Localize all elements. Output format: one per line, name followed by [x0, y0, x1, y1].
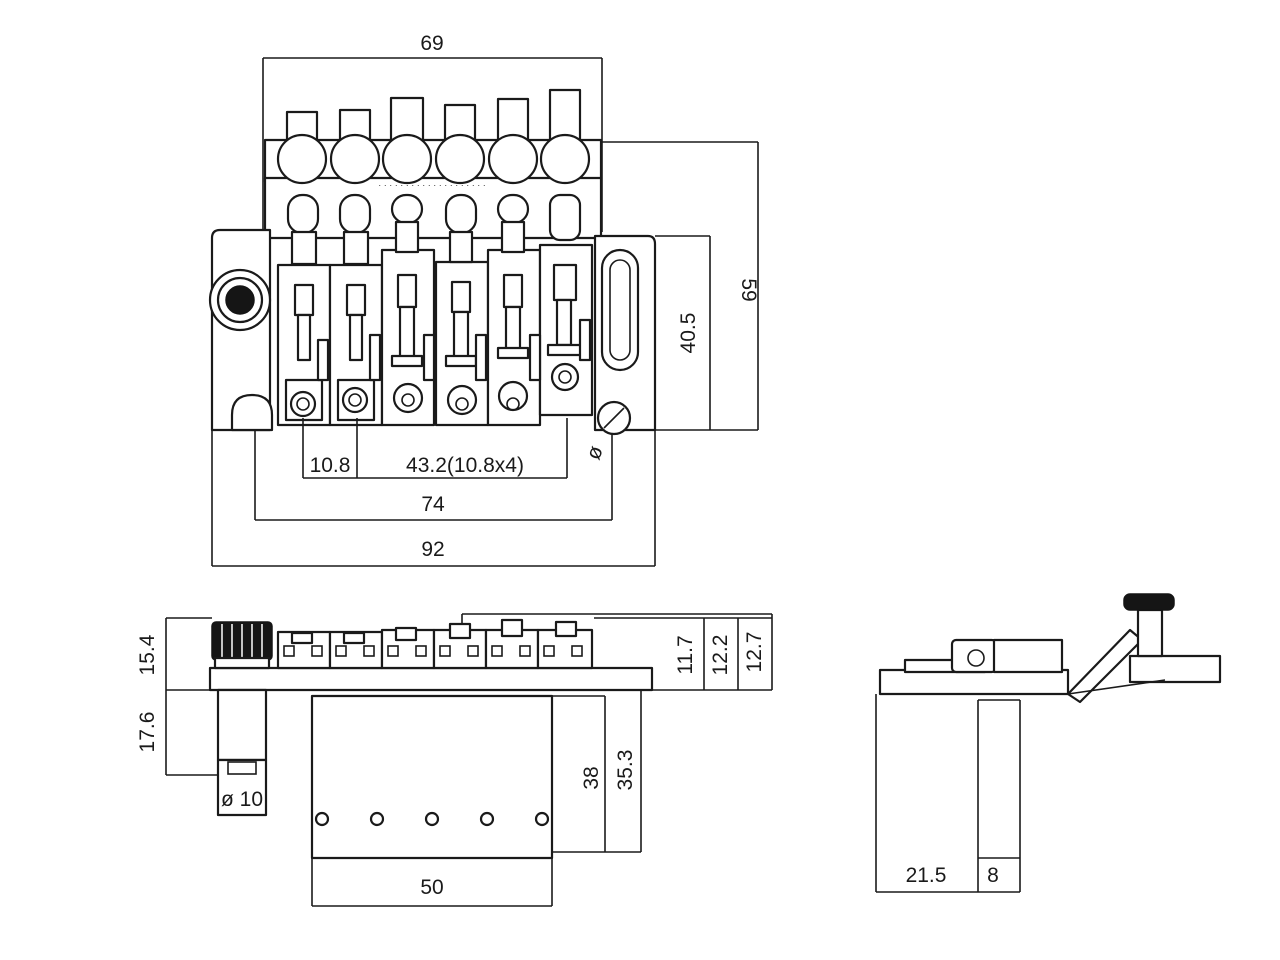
dim-stud-spacing: 74 — [421, 493, 445, 516]
fine-tuner-icon — [1123, 593, 1175, 611]
saddle-row — [276, 193, 594, 427]
dim-block-inner: 38 — [580, 766, 603, 789]
dim-height-mid: 12.2 — [709, 635, 732, 676]
dim-height-base: 40.5 — [677, 313, 700, 354]
dim-block-width: 50 — [420, 876, 443, 899]
dim-spacing-rest: 43.2(10.8x4) — [406, 454, 524, 477]
dim-base-width: 92 — [421, 538, 444, 561]
dim-side-depth: 21.5 — [906, 864, 947, 887]
fine-tuner-icon — [276, 88, 591, 185]
stud-icon — [208, 268, 272, 332]
dim-block-depth: 35.3 — [614, 750, 637, 791]
dim-spacing-first: 10.8 — [310, 454, 351, 477]
dim-top-width: 69 — [420, 32, 443, 55]
dim-height-high: 12.7 — [743, 632, 766, 673]
dim-height-low: 11.7 — [674, 635, 697, 674]
svg-text:· · · · · · · · · · · · · · ·: · · · · · · · · · · · · · · · · · · · · — [378, 180, 485, 190]
dim-stud-depth: 17.6 — [136, 712, 159, 753]
front-view: ø 10 50 38 35.3 11.7 12.2 12.7 15.4 — [136, 613, 773, 907]
saddle-front-row — [276, 618, 594, 670]
dim-height-total: 59 — [737, 278, 760, 301]
dim-stud-diameter: ø 10 — [221, 788, 263, 811]
dim-side-thickness: 8 — [987, 864, 999, 887]
side-view: 21.5 8 — [875, 593, 1222, 893]
dim-saddle-height: 15.4 — [136, 634, 159, 675]
top-view: 69 · · · · · · · · · · · · · · · · · · ·… — [208, 32, 760, 567]
dim-stud-diameter-mark: ø — [582, 443, 608, 463]
locking-screw-icon — [211, 621, 273, 670]
